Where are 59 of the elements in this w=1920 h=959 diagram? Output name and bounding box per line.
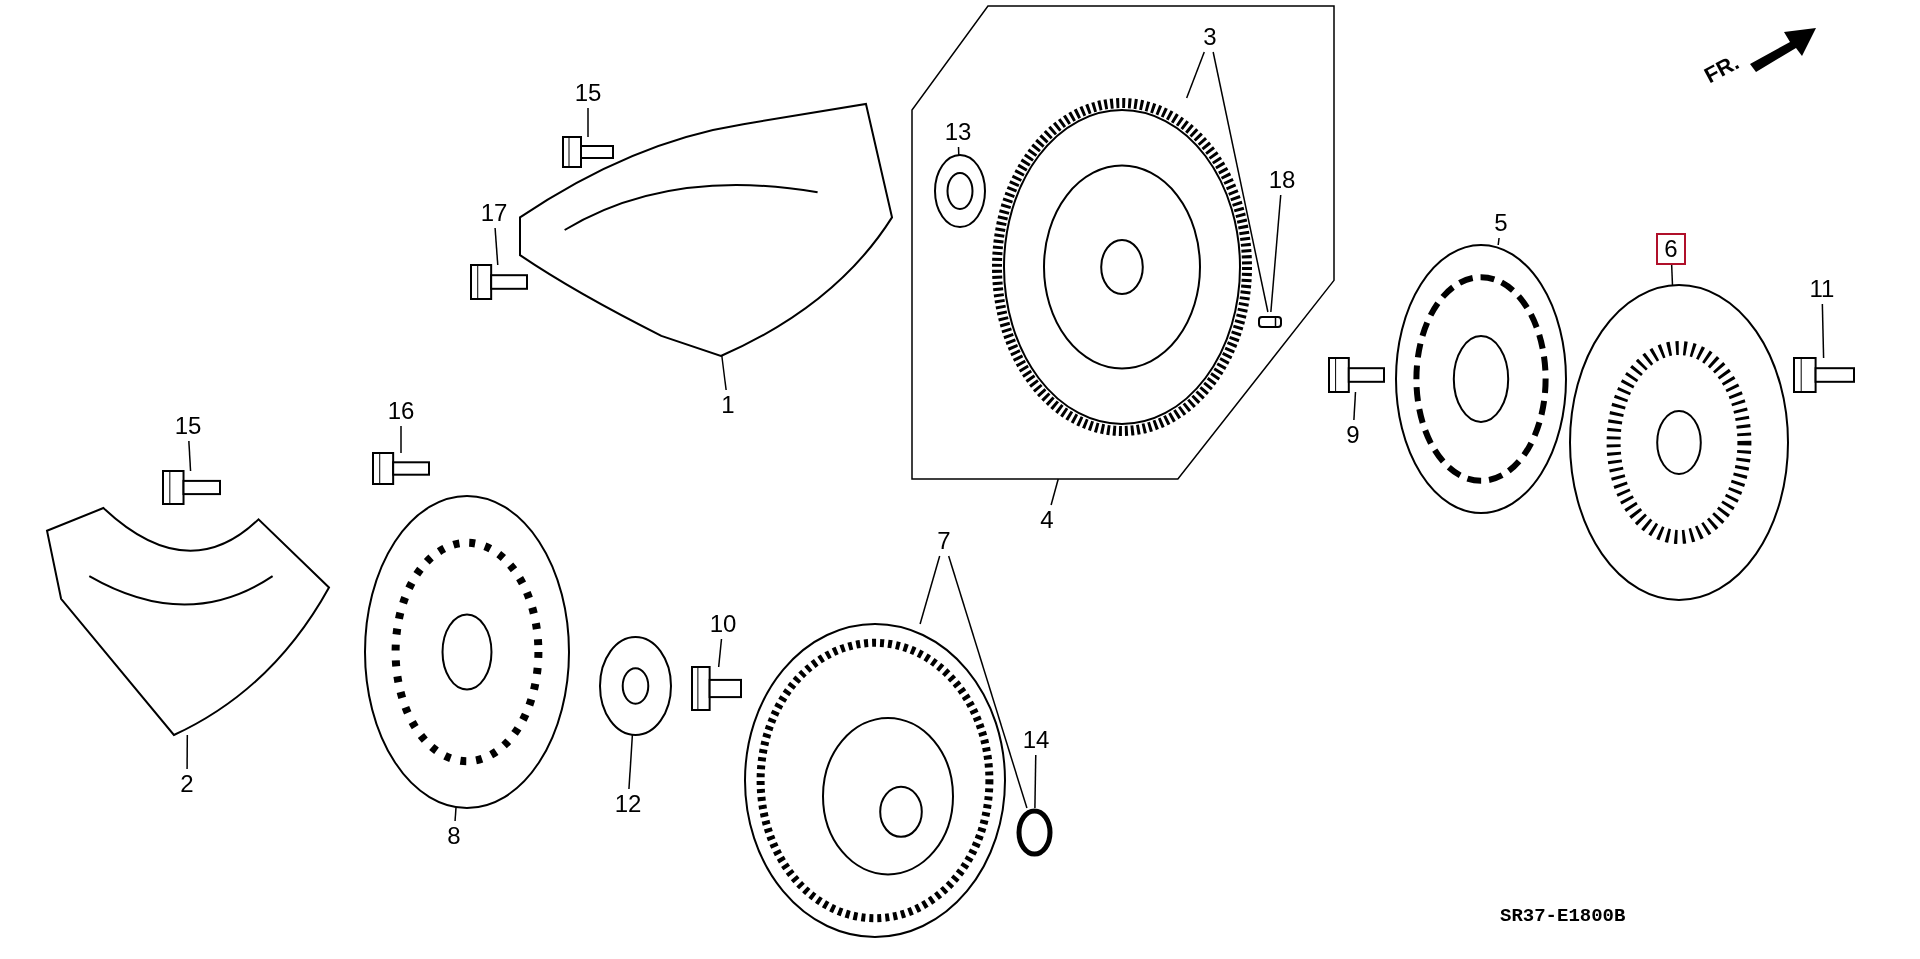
leader-line — [1821, 303, 1825, 359]
callout-number: 17 — [478, 198, 510, 228]
bolt-drawing — [1329, 358, 1384, 392]
bearing-drawing — [935, 155, 985, 227]
leader-line — [494, 227, 499, 266]
leader-line — [1050, 478, 1059, 506]
torque-converter-drawing — [745, 624, 1005, 937]
assembly-outline — [912, 6, 1334, 479]
washer-drawing — [600, 637, 671, 735]
leader-line — [721, 355, 727, 391]
callout-number: 7 — [931, 526, 957, 556]
cover-plate-drawing — [47, 508, 329, 735]
leader-line — [1034, 754, 1037, 809]
callout-number: 18 — [1266, 165, 1298, 195]
callout-number: 10 — [707, 609, 739, 639]
diagram-code: SR37-E1800B — [1500, 905, 1626, 927]
cover-plate-drawing — [520, 104, 892, 356]
bolt-drawing — [1794, 358, 1854, 392]
leader-line — [1353, 391, 1357, 421]
o-ring-drawing — [1016, 808, 1053, 857]
leader-line — [400, 425, 402, 454]
leader-line — [1670, 264, 1674, 286]
leader-line — [947, 555, 1028, 809]
leader-line — [454, 807, 457, 822]
leader-line — [628, 734, 634, 790]
leader-line — [587, 107, 589, 138]
callout-number: 15 — [172, 411, 204, 441]
clutch-disc-drawing — [1396, 245, 1566, 513]
callout-number: 15 — [572, 78, 604, 108]
leader-line — [188, 440, 192, 472]
bolt-drawing — [692, 667, 741, 710]
bolt-drawing — [163, 471, 220, 504]
leader-line — [919, 555, 941, 625]
callout-number: 12 — [612, 789, 644, 819]
callout-number: 4 — [1034, 505, 1060, 535]
leader-line — [1270, 194, 1282, 313]
bolt-drawing — [471, 265, 527, 299]
direction-label: FR. — [1700, 49, 1744, 89]
callout-number: 11 — [1806, 274, 1838, 304]
leader-line — [1497, 237, 1500, 246]
callout-number: 3 — [1196, 22, 1224, 52]
callout-number: 14 — [1020, 725, 1052, 755]
callout-number: 6 — [1656, 233, 1686, 265]
leader-line — [186, 734, 189, 770]
callout-number: 8 — [441, 821, 467, 851]
callout-number: 16 — [385, 396, 417, 426]
leader-line — [717, 638, 723, 668]
drive-plate-drawing — [365, 496, 569, 808]
callout-number: 1 — [715, 390, 741, 420]
bolt-drawing — [373, 453, 429, 484]
callout-number: 2 — [174, 769, 200, 799]
flywheel-drawing — [992, 98, 1252, 436]
leader-line — [1185, 51, 1205, 99]
pressure-plate-drawing — [1570, 285, 1788, 600]
callout-number: 13 — [942, 117, 974, 147]
leader-line — [1212, 51, 1269, 313]
bolt-drawing — [563, 137, 613, 167]
callout-number: 9 — [1340, 420, 1366, 450]
callout-number: 5 — [1488, 208, 1514, 238]
